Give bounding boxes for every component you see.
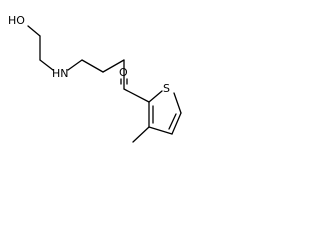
bond-c4-c5 <box>102 59 125 73</box>
hydroxyl-label: HO <box>8 14 25 27</box>
molecule-diagram: HO HN O S <box>8 14 182 143</box>
bond-o-c1 <box>27 25 41 37</box>
bond-ring-s-c5 <box>173 92 182 114</box>
bond-ring-c5-c4-inner <box>168 113 177 130</box>
bond-ring-c4-c3 <box>148 126 173 135</box>
bond-c2-n <box>39 59 54 71</box>
carbonyl-oxygen-label: O <box>119 66 128 79</box>
bond-n-c3 <box>67 59 83 71</box>
amine-label: HN <box>52 67 69 80</box>
bond-ring-c5-c4 <box>171 112 182 135</box>
bond-carbonyl-c2ring <box>123 88 150 103</box>
bond-c3-c4 <box>81 59 104 73</box>
bond-c3-methyl <box>132 126 150 143</box>
bond-ring-c2-s <box>148 90 163 103</box>
thiophene-sulfur-label: S <box>163 82 170 95</box>
